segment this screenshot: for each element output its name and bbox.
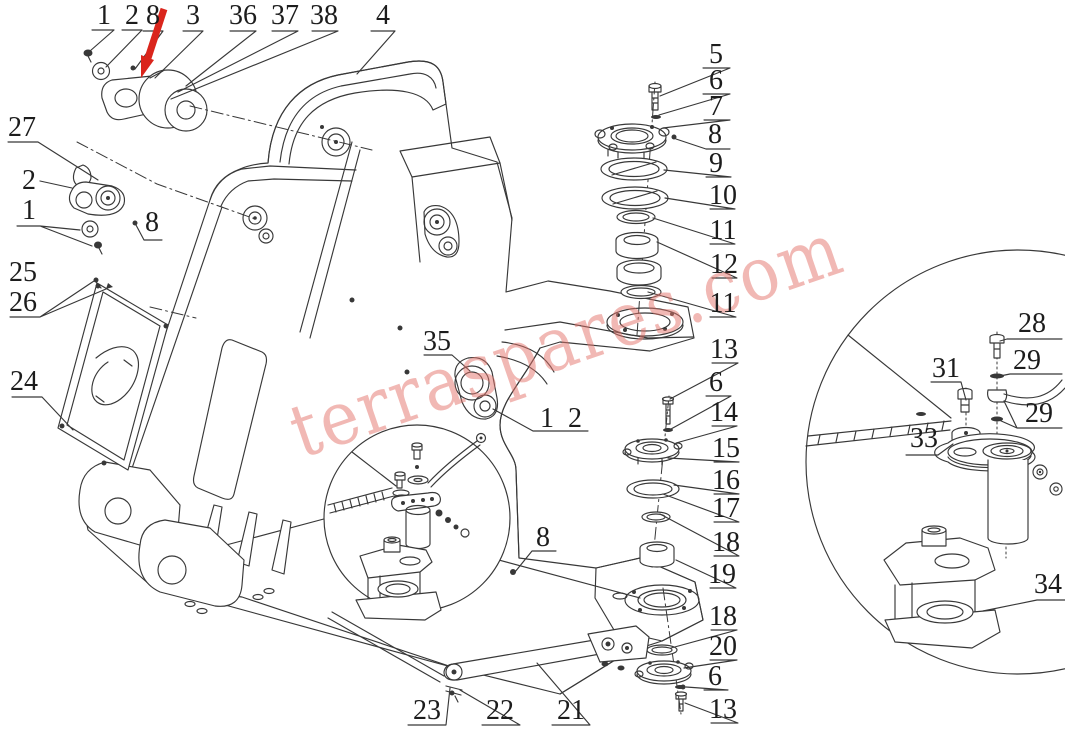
- part-label-6-32: 6: [709, 367, 723, 398]
- part-label-23-19: 23: [413, 695, 441, 726]
- top-fastener-stack: [595, 82, 677, 335]
- centerlines: [77, 106, 372, 318]
- part-label-25-12: 25: [9, 257, 37, 288]
- part-label-29-46: 29: [1025, 398, 1053, 429]
- part-label-10-27: 10: [709, 180, 737, 211]
- part-label-1-0: 1: [97, 0, 111, 31]
- part-label-2-17: 2: [568, 403, 582, 434]
- part-label-11-28: 11: [709, 215, 737, 246]
- part-label-2-1: 2: [125, 0, 139, 31]
- part-label-20-40: 20: [709, 631, 737, 662]
- part-label-13-31: 13: [710, 334, 738, 365]
- part-label-1-10: 1: [22, 195, 36, 226]
- lower-fastener-stack: [623, 396, 682, 568]
- part-label-14-33: 14: [710, 397, 738, 428]
- part-label-18-39: 18: [709, 601, 737, 632]
- part-label-2-9: 2: [22, 165, 36, 196]
- part-label-35-15: 35: [423, 326, 451, 357]
- part-label-6-23: 6: [709, 65, 723, 96]
- part-label-24-14: 24: [10, 366, 38, 397]
- part-label-22-20: 22: [486, 695, 514, 726]
- part-label-28-43: 28: [1018, 308, 1046, 339]
- main-frame: [79, 61, 703, 694]
- part-label-27-8: 27: [8, 112, 36, 143]
- part-label-34-48: 34: [1034, 569, 1062, 600]
- grease-fitting-detail-circle: [324, 425, 510, 620]
- part-label-11-30: 11: [709, 288, 737, 319]
- bracket-35: [455, 358, 498, 420]
- part-label-16-35: 16: [712, 465, 740, 496]
- bottom-fastener-stack: [635, 588, 693, 714]
- pivot-pin-detail-circle: [806, 250, 1065, 674]
- red-pointer-arrow: [141, 9, 164, 78]
- part-label-12-29: 12: [710, 249, 738, 280]
- part-label-4-7: 4: [376, 0, 390, 31]
- part-label-3-3: 3: [186, 0, 200, 31]
- part-label-5-22: 5: [709, 39, 723, 70]
- part-label-13-42: 13: [709, 694, 737, 725]
- top-left-pin-parts: [83, 49, 208, 132]
- part-label-31-45: 31: [932, 353, 960, 384]
- tie-rod: [444, 626, 649, 702]
- part-label-8-25: 8: [708, 119, 722, 150]
- part-label-21-21: 21: [557, 695, 585, 726]
- part-label-1-16: 1: [540, 403, 554, 434]
- leader-lines: [8, 30, 1065, 725]
- part-label-8-2: 8: [146, 0, 160, 31]
- part-label-29-44: 29: [1013, 345, 1041, 376]
- part-label-19-38: 19: [708, 559, 736, 590]
- part-label-8-11: 8: [145, 207, 159, 238]
- part-label-18-37: 18: [712, 527, 740, 558]
- part-label-33-47: 33: [910, 423, 938, 454]
- part-label-36-4: 36: [229, 0, 257, 31]
- part-label-9-26: 9: [709, 148, 723, 179]
- part-label-8-18: 8: [536, 522, 550, 553]
- part-label-17-36: 17: [712, 493, 740, 524]
- part-label-15-34: 15: [712, 433, 740, 464]
- part-label-6-41: 6: [708, 661, 722, 692]
- part-label-7-24: 7: [709, 91, 723, 122]
- part-label-38-6: 38: [310, 0, 338, 31]
- cover-plate: [58, 277, 169, 471]
- part-label-37-5: 37: [271, 0, 299, 31]
- left-link-parts: [69, 165, 124, 254]
- part-label-26-13: 26: [9, 287, 37, 318]
